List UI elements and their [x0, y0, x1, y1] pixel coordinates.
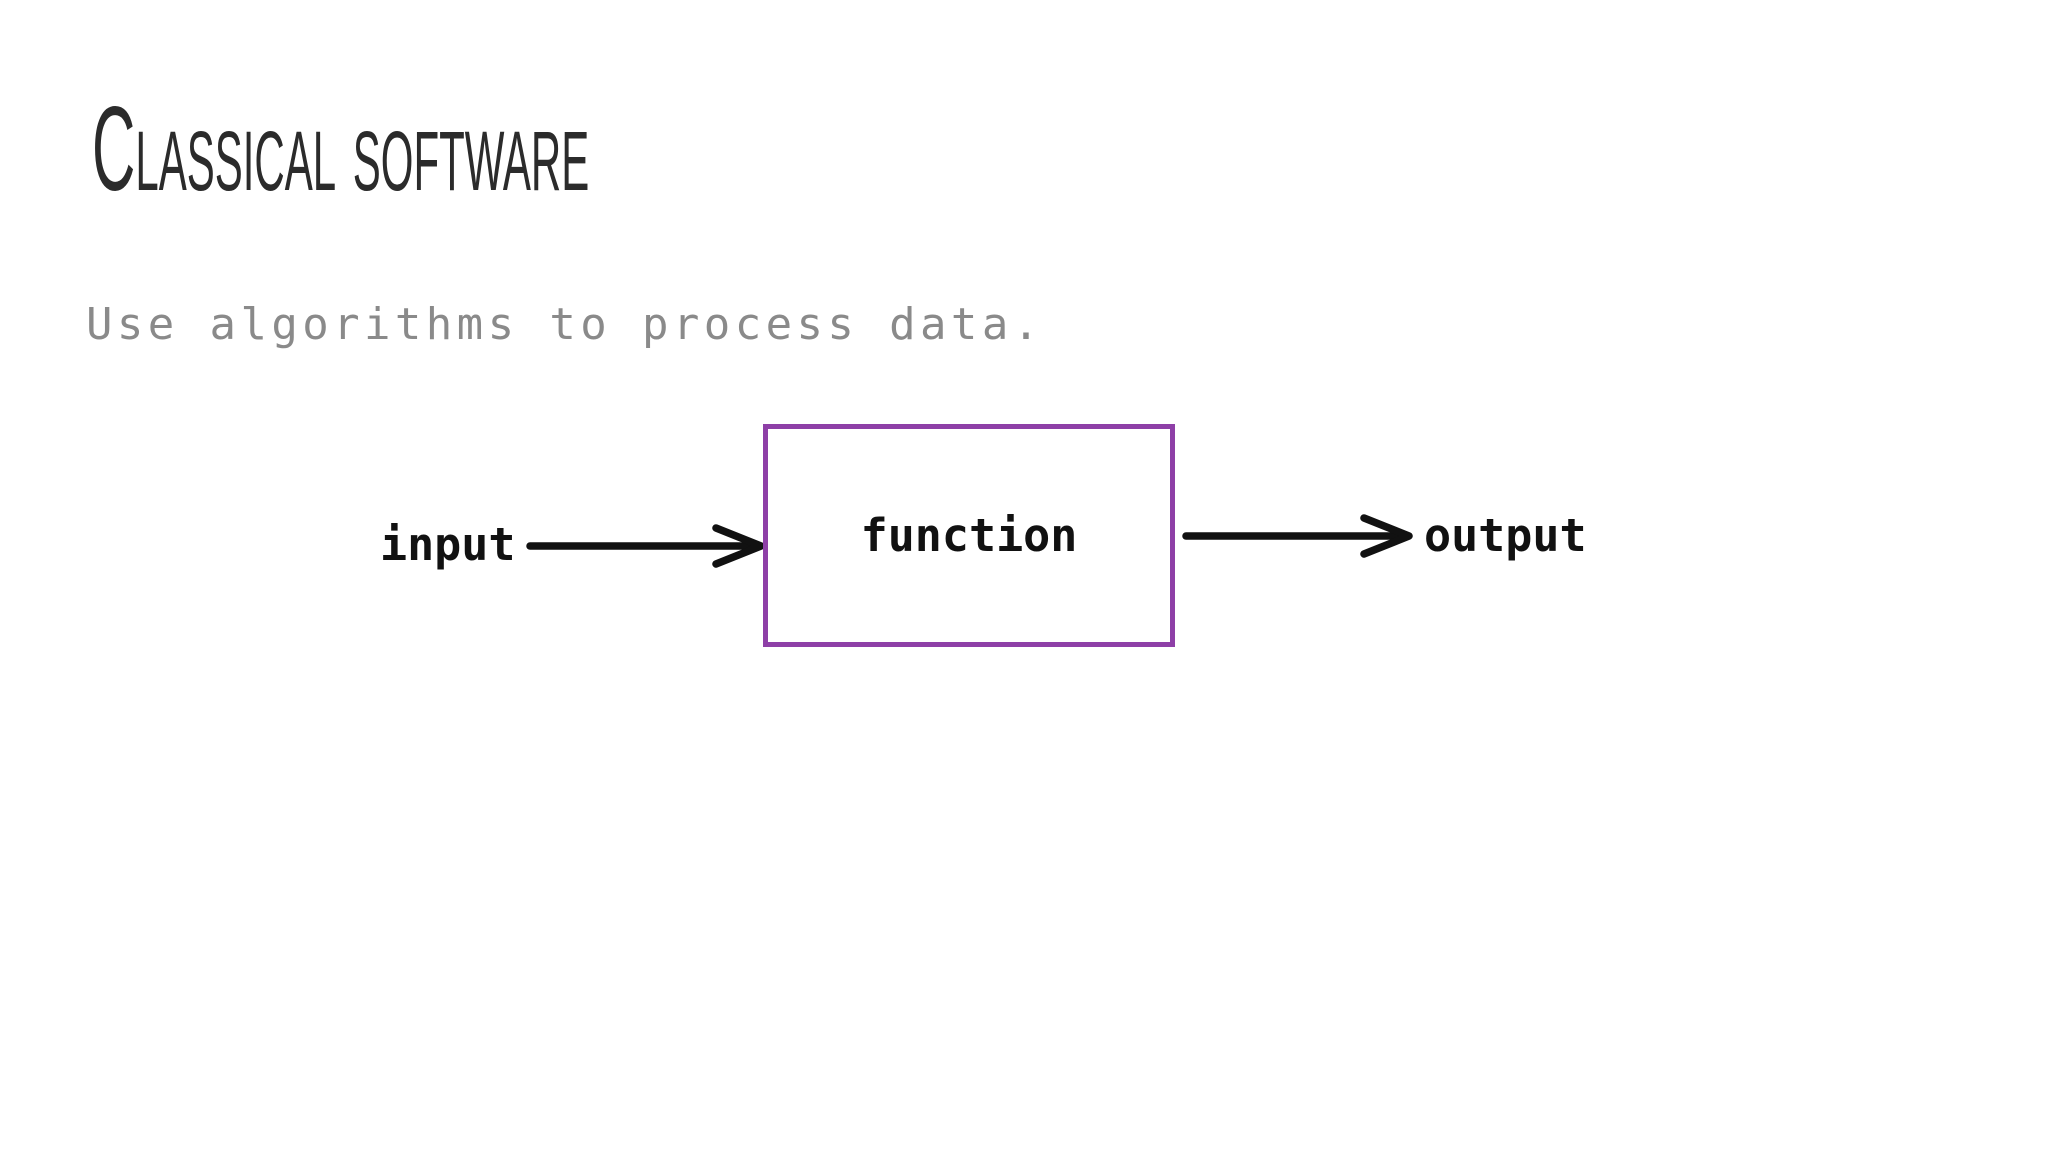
input-label: input — [380, 518, 516, 571]
output-label: output — [1424, 509, 1587, 562]
slide-subtitle: Use algorithms to process data. — [86, 299, 1044, 350]
slide-title: Classical software — [92, 82, 590, 216]
input-to-function-arrow — [526, 524, 765, 568]
function-to-output-arrow — [1182, 514, 1413, 558]
function-box: function — [763, 424, 1175, 647]
function-label: function — [860, 508, 1078, 562]
